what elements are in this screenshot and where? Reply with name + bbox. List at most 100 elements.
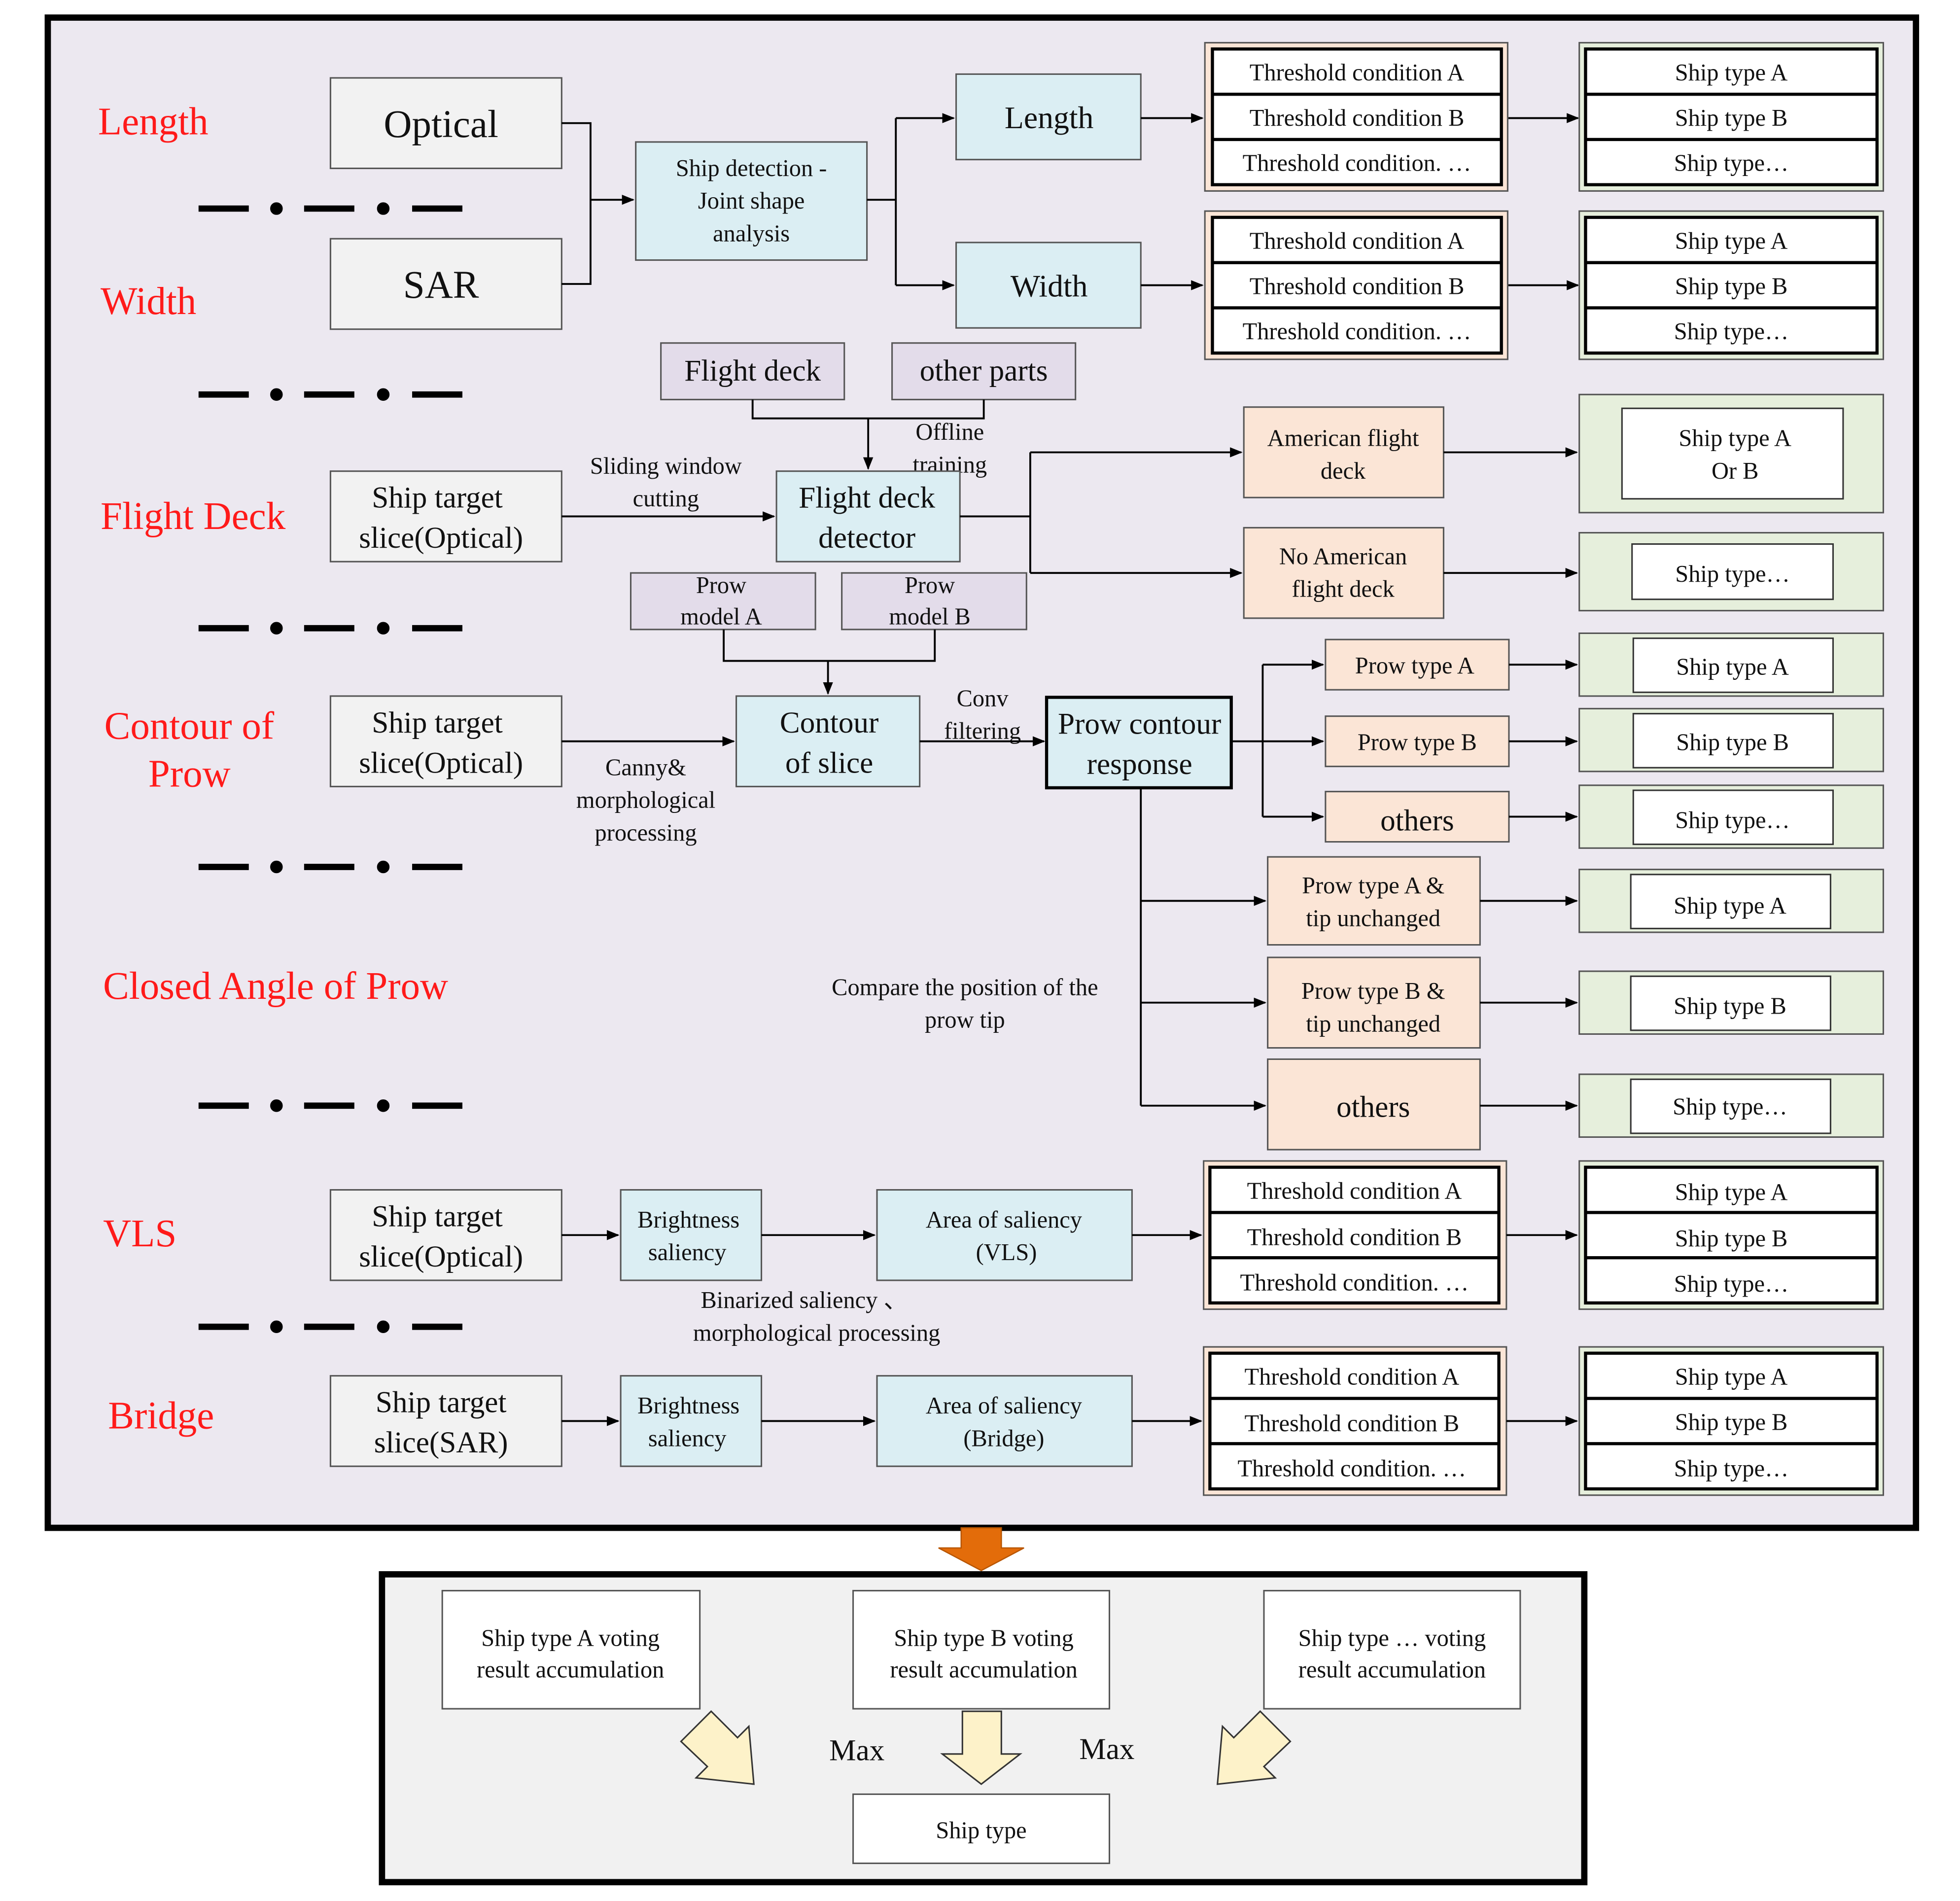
offline-training-line1: Offline [915,419,984,445]
separator-1 [198,202,462,215]
separator-3 [198,622,462,635]
prow-model-b-node: Prow model B [841,572,1027,631]
contour-of-slice-line1: Contour [780,706,878,739]
ship-type-table-width: Ship type A Ship type B Ship type… [1578,210,1884,360]
result-angle-b-label: Ship type B [1674,993,1786,1020]
prow-b-tip-line1: Prow type B & [1301,978,1445,1004]
area-saliency-vls: Area of saliency (VLS) [876,1189,1133,1281]
separators [198,202,462,1334]
other-parts-node: other parts [891,342,1077,400]
threshold-table-bridge: Threshold condition A Threshold conditio… [1203,1346,1507,1496]
compare-position-line1: Compare the position of the [832,974,1098,1000]
other-parts-label: other parts [920,354,1048,387]
prow-contour-response-line1: Prow contour [1058,707,1221,740]
slice-optical-vls-line2: slice(Optical) [359,1240,523,1273]
ship-type-width-etc: Ship type… [1674,318,1789,345]
threshold-bridge-a: Threshold condition A [1245,1364,1460,1390]
threshold-vls-etc: Threshold condition. … [1240,1269,1469,1296]
ship-type-vls-a: Ship type A [1675,1179,1788,1205]
prow-b-tip-line2: tip unchanged [1306,1011,1440,1037]
threshold-table-vls: Threshold condition A Threshold conditio… [1203,1160,1507,1310]
ship-type-length-a: Ship type A [1675,60,1788,86]
threshold-length-b: Threshold condition B [1250,105,1465,131]
brightness-vls-line2: saliency [648,1239,727,1266]
prow-a-tip-node: Prow type A & tip unchanged [1267,856,1481,946]
separator-6 [198,1320,462,1334]
feature-label-width: Width [101,280,196,323]
threshold-vls-a: Threshold condition A [1247,1178,1462,1204]
result-ship-type-a-or-b: Ship type A Or B [1578,393,1884,514]
prow-type-a-node: Prow type A [1325,638,1510,691]
result-a-or-b-line1: Ship type A [1679,425,1791,452]
max-label-right: Max [1079,1732,1134,1766]
separator-5 [198,1099,462,1112]
prow-a-tip-line1: Prow type A & [1302,873,1444,899]
prow-type-a-label: Prow type A [1355,653,1474,679]
width-node-label: Width [1011,268,1088,303]
vote-box-etc: Ship type … voting result accumulation [1263,1589,1521,1710]
prow-model-a-node: Prow model A [630,572,816,631]
ship-type-table-vls: Ship type A Ship type B Ship type… [1578,1160,1884,1310]
conv-filtering-line2: filtering [944,718,1021,744]
slice-sar-bridge: Ship target slice(SAR) [329,1375,562,1467]
cream-arrow-middle [940,1710,1023,1785]
area-bridge-line2: (Bridge) [963,1425,1044,1451]
width-node: Width [955,242,1142,329]
threshold-width-etc: Threshold condition. … [1243,318,1471,345]
threshold-table-length: Threshold condition A Threshold conditio… [1204,42,1508,192]
binarized-line1: Binarized saliency 、 [701,1287,908,1313]
prow-type-b-node: Prow type B [1325,715,1510,768]
feature-label-contour-line1: Contour of [105,705,275,748]
slice-optical-vls: Ship target slice(Optical) [329,1189,562,1281]
input-optical-label: Optical [384,103,498,146]
threshold-vls-b: Threshold condition B [1247,1225,1462,1251]
canny-line3: processing [595,820,697,846]
ship-type-vls-b: Ship type B [1675,1226,1788,1252]
feature-label-closed-angle: Closed Angle of Prow [103,965,448,1008]
prow-b-tip-node: Prow type B & tip unchanged [1267,956,1481,1049]
length-node-label: Length [1005,100,1094,135]
vote-a-line1: Ship type A voting [481,1625,660,1652]
prow-contour-response-line2: response [1087,747,1192,781]
canny-line1: Canny& [605,754,686,780]
american-flight-deck-line1: American flight [1267,425,1419,452]
vote-b-line2: result accumulation [890,1656,1077,1683]
result-prow-etc-label: Ship type… [1675,808,1790,834]
final-ship-type-box: Ship type [852,1793,1111,1865]
prow-model-b-line1: Prow [905,572,955,598]
brightness-bridge-line2: saliency [648,1425,727,1451]
result-prow-b-label: Ship type B [1676,730,1789,756]
result-angle-etc: Ship type… [1578,1073,1884,1138]
final-ship-type-label: Ship type [936,1818,1026,1844]
conv-filtering-line1: Conv [957,685,1009,711]
separator-4 [198,860,462,874]
american-flight-deck-line2: deck [1321,458,1366,484]
sliding-window-line2: cutting [633,486,699,512]
result-prow-b: Ship type B [1578,707,1884,773]
threshold-table-width: Threshold condition A Threshold conditio… [1204,210,1508,360]
result-flight-ship-type-etc: Ship type… [1578,532,1884,612]
contour-of-slice-node: Contour of slice [735,695,921,787]
ship-type-bridge-etc: Ship type… [1674,1456,1789,1482]
input-sar-label: SAR [403,264,479,307]
max-label-left: Max [829,1734,884,1767]
threshold-width-a: Threshold condition A [1250,228,1465,254]
feature-label-vls: VLS [103,1212,176,1255]
brightness-bridge-line1: Brightness [637,1393,739,1419]
result-prow-etc: Ship type… [1578,784,1884,849]
result-angle-a: Ship type A [1578,869,1884,933]
prow-others-label: others [1380,804,1454,838]
ship-detection-node: Ship detection - Joint shape analysis [635,141,868,261]
connectors-contour [561,629,1578,822]
prow-contour-response-node: Prow contour response [1045,696,1233,790]
result-flight-etc-label: Ship type… [1675,561,1790,587]
prow-a-tip-line2: tip unchanged [1306,905,1440,931]
brightness-saliency-bridge: Brightness saliency [620,1375,763,1467]
compare-position-line2: prow tip [925,1007,1005,1033]
slice-sar-bridge-line1: Ship target [376,1386,507,1419]
slice-optical-flight-line1: Ship target [372,481,503,515]
feature-label-flight-deck: Flight Deck [101,495,286,538]
slice-optical-flight: Ship target slice(Optical) [329,470,562,563]
vote-a-line2: result accumulation [477,1656,664,1683]
